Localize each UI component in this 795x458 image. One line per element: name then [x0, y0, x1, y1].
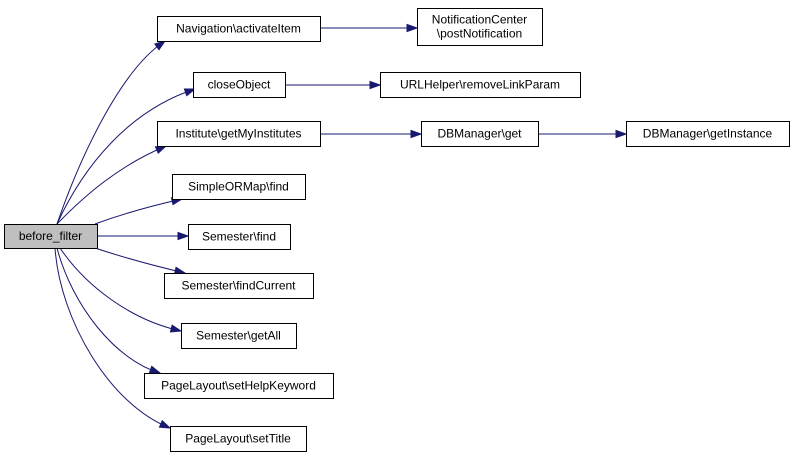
node-box: [4, 224, 98, 249]
node-label: before_filter: [19, 229, 82, 243]
arrowhead-icon: [177, 231, 190, 241]
node-label: Semester\getAll: [196, 329, 281, 343]
edge-before_filter-to-pl_help: [56, 247, 162, 374]
node-label: NotificationCenter: [432, 13, 527, 27]
arrowhead-icon: [406, 23, 419, 33]
node-label: DBManager\getInstance: [643, 127, 773, 141]
node-label: PageLayout\setHelpKeyword: [161, 379, 316, 393]
edge-before_filter-to-sem_current: [94, 247, 187, 275]
node-box: [157, 121, 321, 147]
node-label: Navigation\activateItem: [176, 22, 301, 36]
edge-before_filter-to-sorm_find: [94, 197, 184, 225]
node-close-object[interactable]: closeObject: [193, 72, 286, 98]
node-box: [421, 121, 539, 147]
arrowhead-icon: [154, 40, 167, 51]
node-label: \postNotification: [437, 27, 522, 41]
edge-inst_get-to-db_get: [320, 129, 423, 139]
node-box: [417, 8, 543, 46]
node-label: URLHelper\removeLinkParam: [400, 78, 560, 92]
node-pl-help[interactable]: PageLayout\setHelpKeyword: [144, 373, 334, 399]
arrowhead-icon: [183, 88, 197, 97]
arrowhead-icon: [154, 145, 168, 155]
node-sem-current[interactable]: Semester\findCurrent: [164, 273, 314, 299]
node-label: closeObject: [208, 78, 271, 92]
arrowhead-icon: [615, 129, 628, 139]
arrowhead-icon: [169, 324, 183, 333]
node-box: [188, 224, 291, 250]
node-nav-activate[interactable]: Navigation\activateItem: [157, 16, 321, 42]
node-label: Institute\getMyInstitutes: [175, 127, 301, 141]
node-sorm-find[interactable]: SimpleORMap\find: [172, 174, 306, 200]
edge-line: [56, 88, 196, 225]
node-notif-post[interactable]: NotificationCenter\postNotification: [417, 8, 543, 46]
node-label: PageLayout\setTitle: [185, 432, 291, 446]
node-inst-get[interactable]: Institute\getMyInstitutes: [157, 121, 321, 147]
node-label: Semester\findCurrent: [181, 279, 296, 293]
node-box: [144, 373, 334, 399]
edge-line: [94, 198, 183, 225]
edge-db_get-to-db_instance: [538, 129, 628, 139]
edge-before_filter-to-sem_find: [97, 231, 190, 241]
node-label: Semester\find: [202, 230, 276, 244]
call-nodes: before_filter Navigation\activateItem Noti…: [4, 8, 790, 452]
node-box: [157, 16, 321, 42]
edge-line: [56, 40, 166, 225]
node-db-get[interactable]: DBManager\get: [421, 121, 539, 147]
arrowhead-icon: [148, 365, 162, 374]
edge-before_filter-to-inst_get: [56, 145, 168, 225]
node-pl-title[interactable]: PageLayout\setTitle: [170, 426, 307, 452]
edge-nav_activate-to-notif_post: [320, 23, 419, 33]
node-label: DBManager\get: [437, 127, 522, 141]
edge-before_filter-to-pl_title: [54, 247, 172, 429]
node-sem-all[interactable]: Semester\getAll: [181, 323, 297, 349]
edge-line: [54, 247, 171, 429]
node-box: [164, 273, 314, 299]
edge-line: [56, 145, 167, 225]
node-box: [193, 72, 286, 98]
node-url-remove[interactable]: URLHelper\removeLinkParam: [380, 72, 581, 98]
node-box: [181, 323, 297, 349]
arrowhead-icon: [369, 80, 382, 90]
node-box: [380, 72, 581, 98]
edge-before_filter-to-close_object: [56, 88, 197, 225]
node-sem-find[interactable]: Semester\find: [188, 224, 291, 250]
call-edges: [54, 23, 628, 429]
edge-close_object-to-url_remove: [285, 80, 382, 90]
edge-before_filter-to-sem_all: [59, 247, 183, 333]
arrowhead-icon: [410, 129, 423, 139]
edge-before_filter-to-nav_activate: [56, 40, 167, 225]
node-box: [626, 121, 790, 147]
node-before-filter[interactable]: before_filter: [4, 224, 98, 249]
edge-line: [59, 247, 182, 332]
edge-line: [56, 247, 161, 374]
node-box: [170, 426, 307, 452]
node-db-instance[interactable]: DBManager\getInstance: [626, 121, 790, 147]
edge-line: [94, 247, 186, 274]
node-box: [172, 174, 306, 200]
arrowhead-icon: [158, 419, 172, 429]
node-label: SimpleORMap\find: [188, 180, 289, 194]
